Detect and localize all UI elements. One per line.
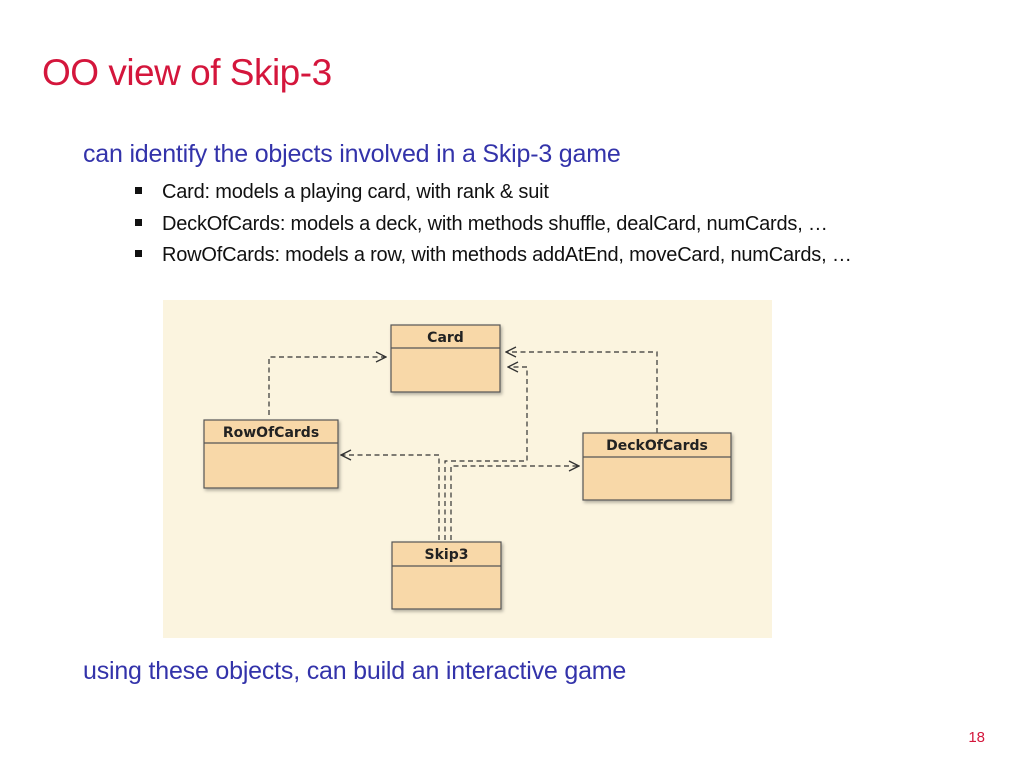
square-bullet-icon	[135, 250, 142, 257]
bullet-item-deck-of-cards: DeckOfCards: models a deck, with methods…	[133, 212, 852, 244]
slide-title: OO view of Skip-3	[42, 52, 332, 93]
class-name-rowofcards: RowOfCards	[223, 425, 319, 441]
intro-text: can identify the objects involved in a S…	[83, 140, 621, 168]
bullet-text: Card: models a playing card, with rank &…	[162, 181, 549, 203]
square-bullet-icon	[135, 187, 142, 194]
dependency-skip3-to-rowofcards	[341, 455, 440, 540]
bullet-text: RowOfCards: models a row, with methods a…	[162, 244, 852, 266]
dependency-deckofcards-to-card	[506, 352, 658, 433]
dependency-rowofcards-to-card	[268, 357, 386, 415]
bullet-text: DeckOfCards: models a deck, with methods…	[162, 212, 828, 235]
class-name-card: Card	[427, 330, 464, 346]
class-box-rowofcards	[203, 419, 339, 489]
class-box-skip3	[391, 541, 502, 610]
uml-class-diagram: Card RowOfCards DeckOfCards Skip3	[163, 300, 772, 638]
bullet-list: Card: models a playing card, with rank &…	[133, 180, 852, 275]
class-box-card	[390, 324, 501, 393]
page-number: 18	[968, 729, 985, 746]
bullet-item-row-of-cards: RowOfCards: models a row, with methods a…	[133, 243, 852, 275]
uml-diagram-canvas: Card RowOfCards DeckOfCards Skip3	[203, 324, 732, 610]
class-name-skip3: Skip3	[425, 547, 469, 563]
dependency-skip3-to-deckofcards	[450, 466, 579, 540]
class-name-deckofcards: DeckOfCards	[606, 438, 708, 454]
square-bullet-icon	[135, 218, 142, 226]
dependency-skip3-to-card	[444, 367, 528, 540]
conclusion-text: using these objects, can build an intera…	[83, 657, 627, 685]
bullet-item-card: Card: models a playing card, with rank &…	[133, 180, 852, 212]
class-box-deckofcards	[582, 432, 732, 501]
